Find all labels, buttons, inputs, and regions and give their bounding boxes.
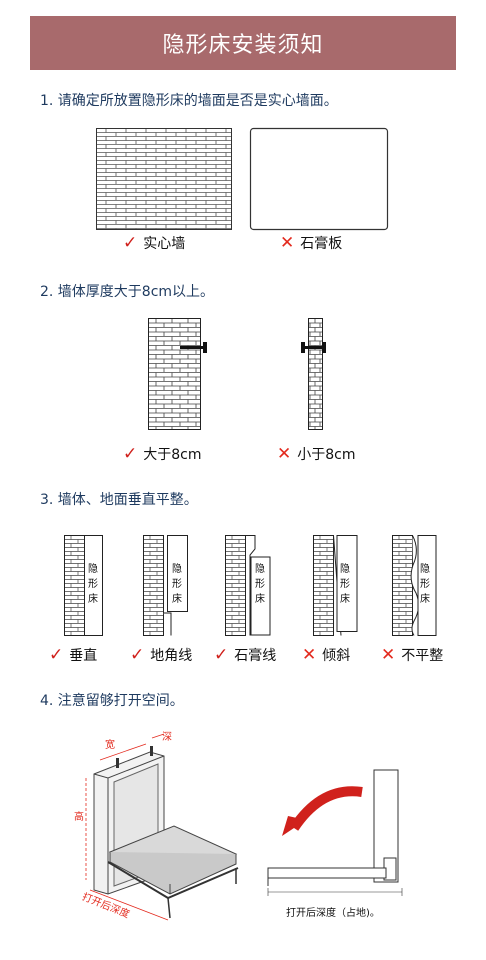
option-solid-wall: ✓ 实心墙	[123, 233, 185, 253]
cross-icon: ✕	[277, 443, 292, 464]
wall-cornice-illustration	[225, 535, 271, 636]
section-1-heading: 1. 请确定所放置隐形床的墙面是否是实心墙面。	[40, 93, 338, 109]
dimension-width-label: 宽	[105, 740, 115, 751]
cross-icon: ✕	[280, 232, 295, 253]
gypsum-board-illustration	[249, 127, 389, 231]
wall-skirting-illustration	[143, 535, 188, 636]
bed-label-cornice: 隐 形 床	[255, 564, 265, 605]
option-tilted: ✕ 倾斜	[302, 645, 350, 665]
bed-label-vertical: 隐 形 床	[88, 564, 98, 605]
bed-label-uneven: 隐 形 床	[420, 564, 430, 605]
check-icon: ✓	[49, 644, 64, 665]
thick-wall-illustration	[148, 318, 207, 430]
section-2-heading: 2. 墙体厚度大于8cm以上。	[40, 284, 215, 300]
title-banner: 隐形床安装须知	[30, 16, 456, 70]
wall-vertical-illustration	[64, 535, 103, 636]
check-icon: ✓	[214, 644, 229, 665]
option-label: 石膏线	[234, 648, 277, 664]
bed-side-view-illustration	[267, 769, 403, 896]
option-thinner-than-8cm: ✕ 小于8cm	[277, 444, 356, 464]
page-title: 隐形床安装须知	[162, 33, 324, 58]
option-label: 石膏板	[300, 236, 343, 252]
wall-tilted-illustration	[313, 535, 358, 636]
cross-icon: ✕	[381, 644, 396, 665]
option-label: 倾斜	[322, 648, 351, 664]
option-vertical: ✓ 垂直	[49, 645, 97, 665]
option-label: 大于8cm	[143, 447, 202, 463]
wall-uneven-illustration	[392, 535, 437, 636]
dimension-depth-label: 深	[162, 732, 172, 743]
check-icon: ✓	[130, 644, 145, 665]
option-gypsum-board: ✕ 石膏板	[280, 233, 342, 253]
check-icon: ✓	[123, 443, 138, 464]
check-icon: ✓	[123, 232, 138, 253]
option-label: 垂直	[69, 648, 98, 664]
section-3-heading: 3. 墙体、地面垂直平整。	[40, 492, 198, 508]
bed-perspective-illustration	[85, 733, 239, 921]
bed-label-tilted: 隐 形 床	[340, 564, 350, 605]
option-skirting: ✓ 地角线	[130, 645, 192, 665]
option-label: 不平整	[401, 648, 444, 664]
side-view-caption: 打开后深度（占地)。	[286, 908, 380, 919]
option-cornice: ✓ 石膏线	[214, 645, 276, 665]
option-thicker-than-8cm: ✓ 大于8cm	[123, 444, 202, 464]
solid-wall-illustration	[96, 128, 232, 230]
option-label: 地角线	[150, 648, 193, 664]
bed-label-skirting: 隐 形 床	[172, 564, 182, 605]
thin-wall-illustration	[301, 318, 326, 430]
dimension-height-label: 高	[74, 812, 84, 823]
option-label: 实心墙	[143, 236, 186, 252]
section-4-heading: 4. 注意留够打开空间。	[40, 693, 184, 709]
cross-icon: ✕	[302, 644, 317, 665]
option-uneven: ✕ 不平整	[381, 645, 443, 665]
option-label: 小于8cm	[297, 447, 356, 463]
